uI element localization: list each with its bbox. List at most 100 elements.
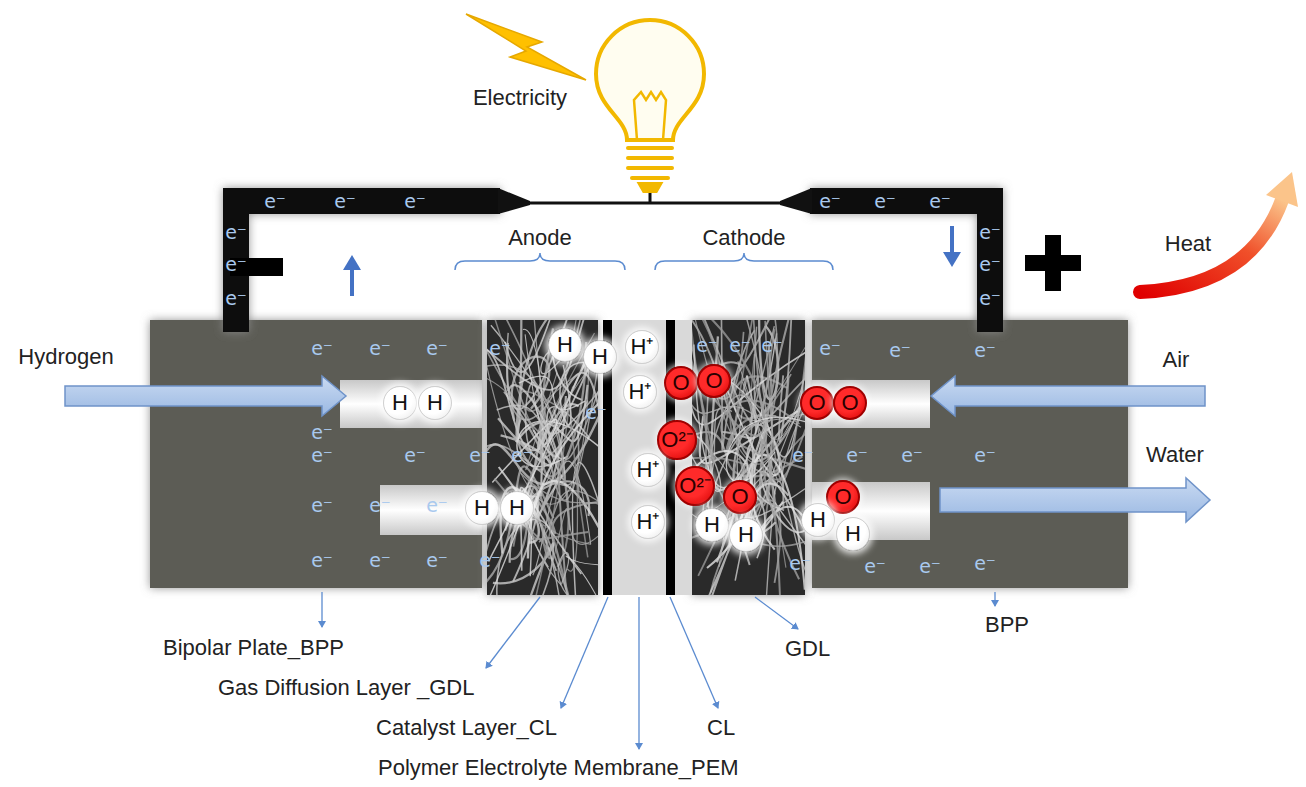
current-arrows [343,226,961,296]
fiber [536,404,588,595]
fiber [487,320,589,504]
atom-symbol: H [474,497,490,519]
atom-symbol: O [731,486,748,508]
oxygen-atom: O²⁻ [675,466,715,506]
electron-label: e⁻ [225,254,247,275]
hydrogen-atom: H⁺ [623,375,657,409]
fiber [693,320,789,464]
fiber [519,376,585,410]
atom-symbol: H⁺ [637,459,660,481]
electron-label: e⁻ [979,288,1001,309]
hydrogen-atom: H [500,491,534,525]
electron-label: e⁻ [929,191,951,212]
electron-label: e⁻ [264,191,286,212]
electron-label: e⁻ [789,553,811,574]
text-label: Gas Diffusion Layer _GDL [218,675,474,700]
electron-label: e⁻ [311,338,333,359]
oxygen-atom: O [833,386,867,420]
electron-label: e⁻ [369,550,391,571]
text-label: CL [707,715,735,740]
electron-label: e⁻ [974,340,996,361]
fiber [692,320,764,436]
electron-label: e⁻ [819,338,841,359]
oxygen-atom: O²⁻ [657,420,697,460]
fiber [487,320,587,390]
oxygen-atom: O [723,480,757,514]
atom-symbol: H [557,334,573,356]
hydrogen-atom: H [383,386,417,420]
electron-label: e⁻ [864,556,886,577]
fiber [726,417,805,482]
atom-symbol: H [738,524,754,546]
atom-symbol: O [672,372,689,394]
hydrogen-atom: H⁺ [631,453,665,487]
light-bulb [596,20,704,191]
electron-label: e⁻ [311,445,333,466]
fiber-texture [692,320,805,595]
electron-label: e⁻ [334,191,356,212]
hydrogen-atom: H [836,517,870,551]
atom-symbol: H⁺ [637,511,660,533]
electron-label: e⁻ [225,222,247,243]
hydrogen-atom: H⁺ [625,330,659,364]
text-label: Heat [1165,231,1211,256]
electron-label: e⁻ [974,553,996,574]
heat-arrow [1140,172,1298,292]
electron-label: e⁻ [792,445,814,466]
electron-label: e⁻ [479,550,501,571]
fiber [572,462,598,595]
atom-symbol: O [841,392,858,414]
electron-label: e⁻ [979,222,1001,243]
fiber [549,509,598,578]
electron-label: e⁻ [761,335,783,356]
electron-label: e⁻ [729,335,751,356]
gas-arrows [65,376,1210,522]
hydrogen-atom: H [465,491,499,525]
text-label: Polymer Electrolyte Membrane_PEM [378,755,739,780]
electron-label: e⁻ [404,191,426,212]
atom-symbol: H⁺ [631,336,654,358]
text-label: Bipolar Plate_BPP [163,635,344,660]
hydrogen-atom: H [801,503,835,537]
electron-label: e⁻ [489,338,511,359]
atom-symbol: H⁺ [629,381,652,403]
atom-symbol: H [810,509,826,531]
electron-label: e⁻ [426,338,448,359]
fiber-texture [487,320,598,595]
fiber [507,320,583,409]
electron-label: e⁻ [426,495,448,516]
fiber [540,328,586,476]
electron-label: e⁻ [311,422,333,443]
leader-lines [322,592,995,749]
electron-label: e⁻ [369,495,391,516]
electron-label: e⁻ [225,288,247,309]
electron-label: e⁻ [469,445,491,466]
atom-symbol: H [509,497,525,519]
hydrogen-atom: H⁺ [631,505,665,539]
electron-label: e⁻ [585,402,607,423]
text-label: Water [1146,442,1204,467]
electron-label: e⁻ [819,191,841,212]
electron-label: e⁻ [404,445,426,466]
atom-symbol: H [704,514,720,536]
atom-symbol: O²⁻ [661,429,692,451]
electron-label: e⁻ [511,445,533,466]
fiber [537,500,598,533]
text-label: BPP [985,612,1029,637]
atom-symbol: H [592,346,608,368]
oxygen-atom: O [800,386,834,420]
atom-symbol: O [808,392,825,414]
electron-label: e⁻ [919,556,941,577]
electron-label: e⁻ [974,445,996,466]
text-label: Anode [508,225,572,250]
hydrogen-atom: H [583,340,617,374]
fiber [694,320,770,442]
hydrogen-atom: H [548,328,582,362]
atom-symbol: H [845,523,861,545]
text-label: Hydrogen [18,344,113,369]
electron-label: e⁻ [369,338,391,359]
electron-label: e⁻ [901,445,923,466]
atom-symbol: H [427,392,443,414]
hydrogen-atom: H [729,518,763,552]
